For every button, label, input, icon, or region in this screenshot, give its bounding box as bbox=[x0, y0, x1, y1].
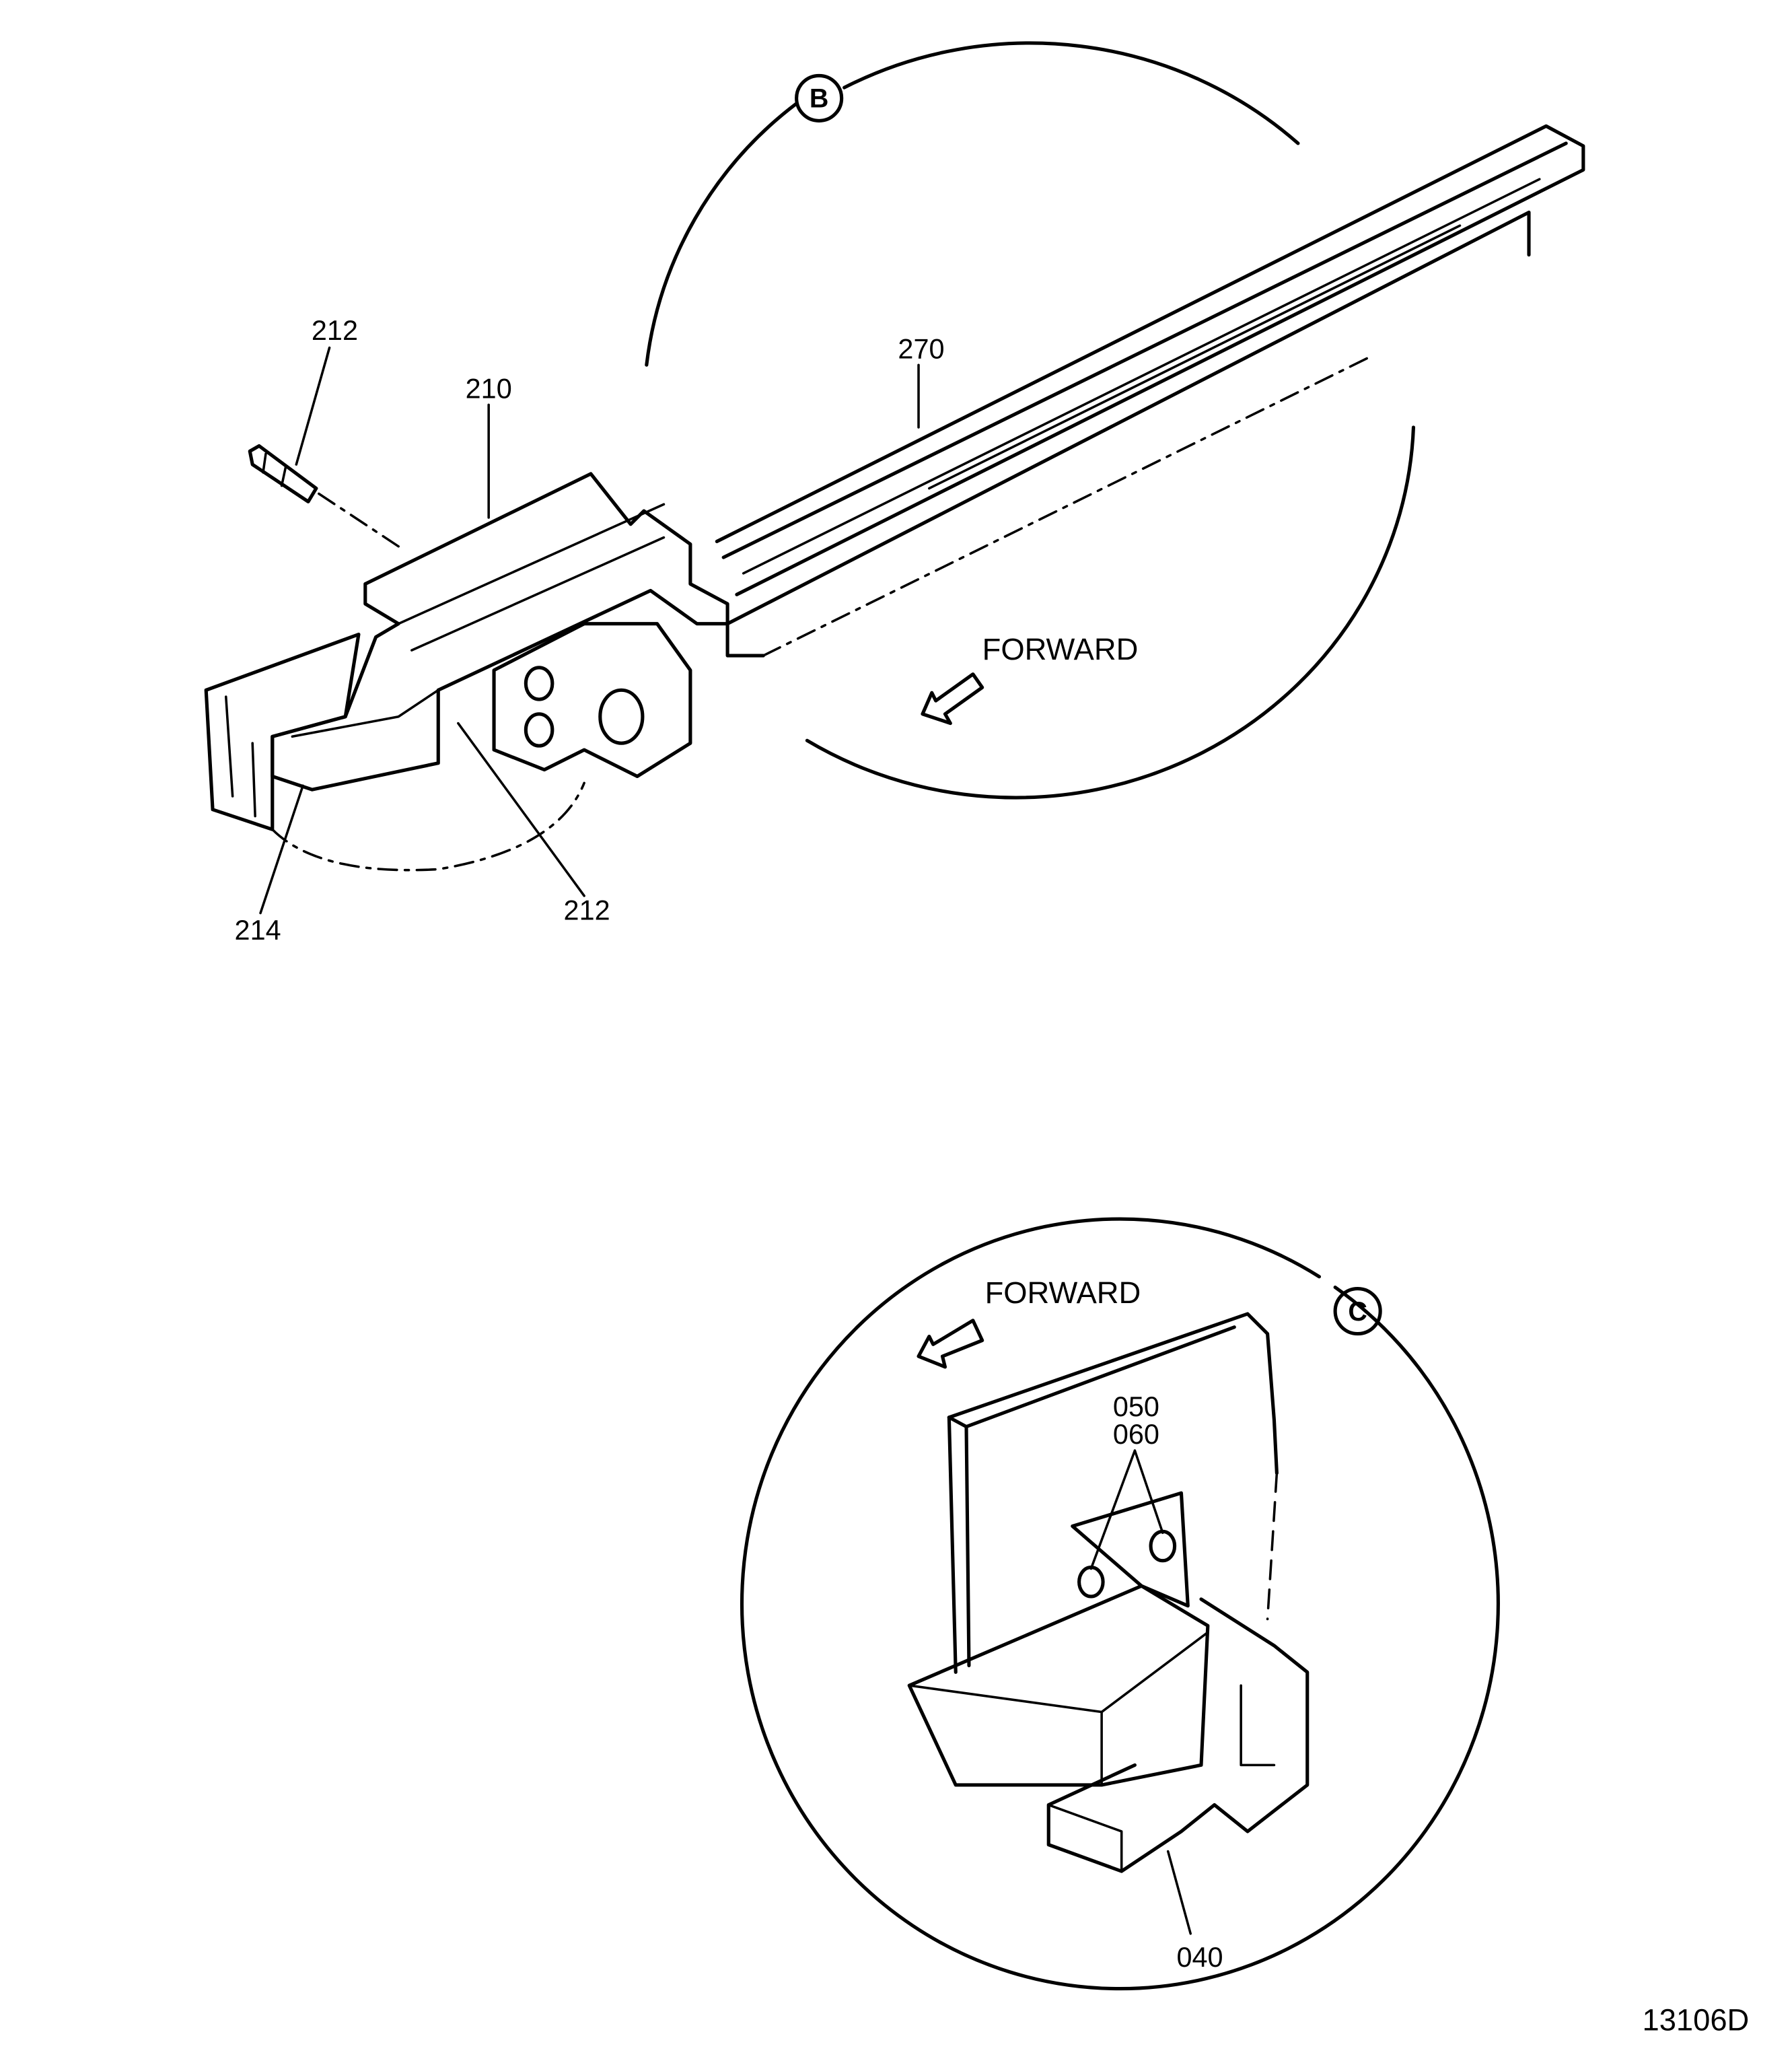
callout-040: 040 bbox=[1176, 1942, 1223, 1973]
mount-plate bbox=[492, 622, 692, 779]
callout-060: 060 bbox=[1113, 1419, 1159, 1450]
detail-b-circle-arc bbox=[843, 41, 1300, 145]
detail-c: C FORWARD 050 060 040 bbox=[740, 1217, 1500, 1991]
forward-label-c: FORWARD bbox=[985, 1275, 1141, 1310]
callout-212-bottom: 212 bbox=[564, 895, 610, 925]
callout-050: 050 bbox=[1113, 1391, 1159, 1422]
rail-270 bbox=[715, 124, 1585, 658]
callout-210: 210 bbox=[466, 374, 512, 405]
forward-label-b: FORWARD bbox=[982, 632, 1139, 666]
detail-c-marker bbox=[1333, 1286, 1382, 1336]
pin-212 bbox=[248, 444, 406, 553]
fitting-040 bbox=[907, 1491, 1310, 1873]
forward-arrow-icon bbox=[917, 1319, 984, 1369]
skin-panel bbox=[947, 1312, 1279, 1674]
bracket-210 bbox=[204, 472, 729, 831]
detail-b-marker bbox=[795, 73, 844, 123]
detail-c-circle bbox=[740, 1217, 1500, 1991]
figure-id: 13106D bbox=[1643, 2003, 1750, 2037]
detail-b-boundary bbox=[271, 781, 585, 872]
callout-270: 270 bbox=[898, 333, 944, 364]
detail-b-marker-label: B bbox=[810, 84, 828, 114]
detail-b: B bbox=[204, 41, 1585, 946]
callout-212-top: 212 bbox=[312, 315, 358, 346]
detail-c-marker-label: C bbox=[1348, 1297, 1367, 1327]
callout-214: 214 bbox=[235, 915, 281, 946]
detail-b-circle bbox=[645, 102, 799, 367]
forward-arrow-icon bbox=[921, 672, 984, 726]
detail-b-circle-arc-lower bbox=[805, 425, 1416, 800]
